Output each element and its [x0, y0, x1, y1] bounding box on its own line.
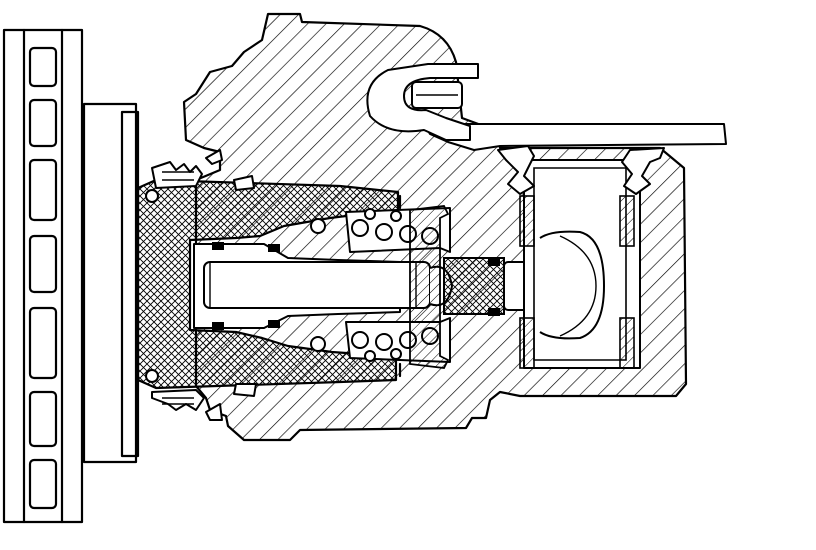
mounting-bracket-arm: [419, 117, 727, 151]
brake-pad: [82, 102, 140, 464]
dust-boot-lower: [145, 369, 223, 421]
brake-disc: [2, 28, 84, 524]
chamber-boot-left: [497, 145, 535, 195]
disc-vent-slots: [28, 46, 58, 510]
guide-pin-clip: [366, 63, 479, 141]
brake-chamber: [519, 159, 641, 369]
housing-details: [233, 175, 402, 397]
spring-seat: [409, 205, 450, 369]
dust-boot-upper: [145, 149, 223, 203]
caliper-piston: [136, 178, 400, 390]
chamber-boot-right: [621, 147, 665, 195]
